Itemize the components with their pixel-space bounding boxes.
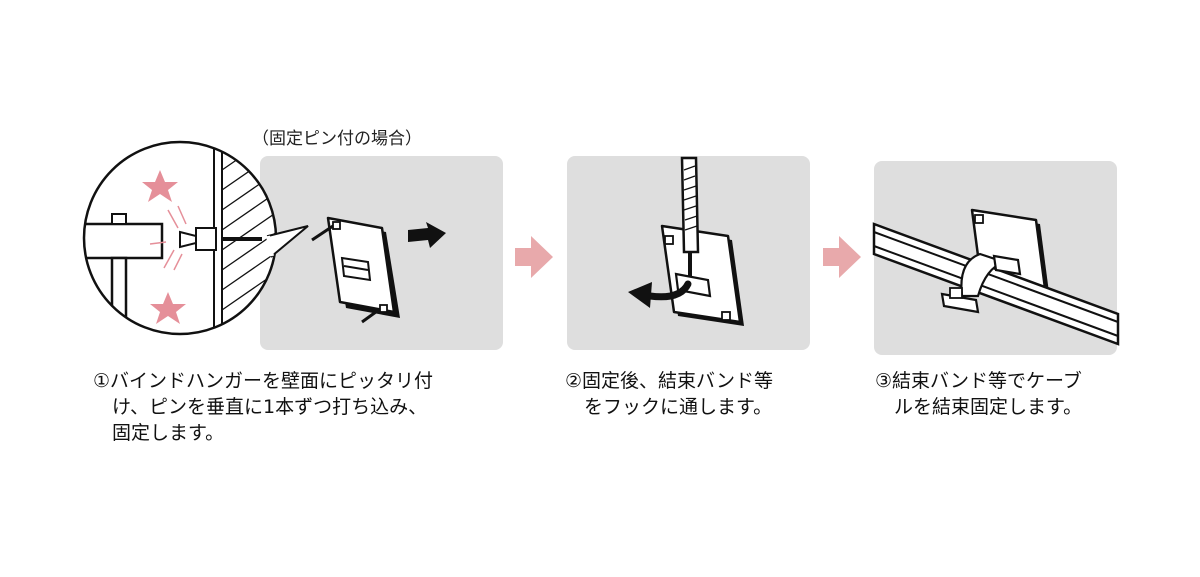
- step2-caption: ②固定後、結束バンド等 をフックに通します。: [565, 370, 773, 418]
- hanger-with-tool: [628, 156, 744, 326]
- pin-type-note: （固定ピン付の場合）: [252, 129, 422, 149]
- step3-caption: ③結束バンド等でケーブ ルを結束固定します。: [875, 370, 1083, 418]
- step1-caption: ①バインドハンガーを壁面にピッタリ付 け、ピンを垂直に1本ずつ打ち込み、 固定し…: [93, 370, 434, 444]
- hanger-with-cable: [872, 208, 1120, 346]
- next-step-arrow-2: [823, 236, 861, 278]
- hanger-with-pins: [311, 216, 446, 324]
- next-step-arrow-1: [515, 236, 553, 278]
- magnified-detail: [82, 140, 309, 336]
